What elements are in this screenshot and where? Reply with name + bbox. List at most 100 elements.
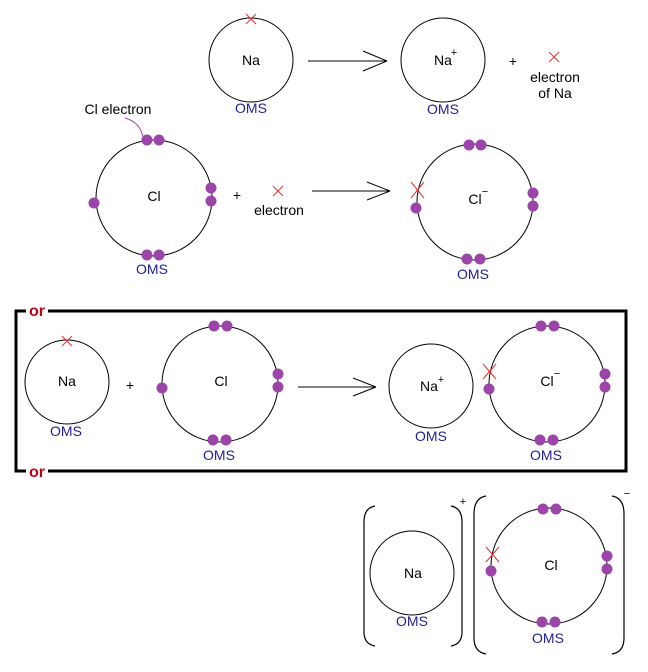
box-frame-left (14, 309, 26, 473)
electron-dot (141, 249, 153, 261)
electron-cross-icon (548, 51, 560, 63)
left-bracket (473, 495, 487, 655)
na-bracket-group: + Na OMS (363, 496, 466, 647)
na-ion-charge: + (451, 47, 457, 59)
cl-symbol: Cl (147, 188, 160, 204)
row-sodium-ionisation: Na OMS Na + OMS + electron of Na (208, 13, 580, 117)
electron-dot (272, 381, 284, 393)
electron-dot (535, 320, 547, 332)
oms-label: OMS (50, 423, 82, 439)
plus-sign: + (509, 53, 517, 69)
electron-dot (205, 182, 217, 194)
electron-dot (599, 381, 611, 393)
electron-dot (272, 368, 284, 380)
electron-dot (474, 253, 486, 265)
electron-dot (475, 139, 487, 151)
or-label-top: or (29, 303, 45, 320)
cl-bracket-charge: − (624, 488, 630, 500)
cl-ion-symbol: Cl (540, 373, 553, 389)
na-shell (24, 339, 110, 425)
electron-dot (88, 197, 100, 209)
na-atom: Na OMS (24, 335, 110, 439)
plus-sign: + (126, 377, 134, 393)
oms-label: OMS (396, 613, 428, 629)
electron-dot (534, 434, 546, 446)
electron-label: electron (254, 202, 304, 218)
electron-dot (205, 195, 217, 207)
electron-dot (601, 550, 613, 562)
electron-dot (153, 249, 165, 261)
oms-label: OMS (203, 447, 235, 463)
na-symbol: Na (58, 373, 76, 389)
reaction-arrow-icon (308, 50, 388, 72)
na-electron-cross-icon (245, 13, 257, 25)
electron-dot (537, 503, 549, 515)
reaction-arrow-icon (298, 377, 377, 397)
electron-dot (208, 320, 220, 332)
na-ion-charge: + (438, 374, 444, 386)
oms-label: OMS (532, 630, 564, 646)
na-ion-shell (400, 17, 486, 103)
electron-dot (547, 434, 559, 446)
electron-dot (463, 139, 475, 151)
na-atom: Na OMS (208, 13, 294, 116)
right-bracket (450, 505, 463, 647)
electron-dot (599, 368, 611, 380)
electron-cross-icon (272, 185, 284, 197)
oms-label: OMS (427, 101, 459, 117)
cl-atom: Cl OMS (88, 134, 217, 277)
gained-electron-cross-icon (482, 363, 497, 380)
row-chlorine-gain: Cl electron Cl OMS + electron (85, 101, 539, 282)
electron-dot (601, 563, 613, 575)
na-ion-shell (388, 343, 474, 429)
electron-dot (141, 134, 153, 146)
cl-ion-charge: − (554, 368, 560, 380)
oms-label: OMS (415, 428, 447, 444)
electron-dot (548, 320, 560, 332)
oms-label: OMS (235, 100, 267, 116)
cl-ion: Cl − OMS (410, 139, 539, 282)
or-label-bottom: or (29, 464, 45, 481)
electron-dot (207, 434, 219, 446)
na-shell (208, 17, 294, 103)
cl-ion: Cl − OMS (482, 320, 611, 463)
electron-dot (156, 382, 168, 394)
cl-ion-symbol: Cl (468, 191, 481, 207)
cl-bracket-group: − Cl OMS (473, 488, 630, 655)
na-symbol: Na (242, 52, 260, 68)
na-bracket-charge: + (460, 496, 466, 508)
na-ion-symbol: Na (420, 378, 438, 394)
cl-ion-charge: − (482, 186, 488, 198)
alternative-box: or or Na OMS + Cl OMS (14, 303, 628, 481)
cl-symbol: Cl (214, 373, 227, 389)
electron-dot (483, 383, 495, 395)
electron-dot (220, 434, 232, 446)
gained-electron-cross-icon (410, 181, 425, 199)
na-symbol: Na (404, 565, 422, 581)
na-ion-symbol: Na (434, 52, 452, 68)
na-ion: Na + OMS (388, 343, 474, 444)
electron-of-na-label-line2: of Na (538, 85, 572, 101)
electron-dot (221, 320, 233, 332)
electron-of-na-label-line1: electron (530, 69, 580, 85)
ionic-compound: + Na OMS − Cl OMS (363, 488, 630, 655)
oms-label: OMS (530, 447, 562, 463)
callout-pointer-icon (124, 117, 144, 138)
gained-electron-cross-icon (485, 546, 500, 563)
electron-dot (527, 200, 539, 212)
electron-dot (153, 134, 165, 146)
electron-dot (461, 253, 473, 265)
oms-label: OMS (136, 261, 168, 277)
electron-dot (536, 616, 548, 628)
na-electron-cross-icon (61, 335, 73, 347)
cl-atom: Cl OMS (156, 320, 284, 463)
plus-sign: + (233, 187, 241, 203)
cl-electron-callout: Cl electron (85, 101, 152, 117)
electron-dot (549, 616, 561, 628)
electron-dot (527, 187, 539, 199)
electron-dot (550, 503, 562, 515)
reaction-arrow-icon (312, 181, 391, 201)
na-ion-shell (369, 530, 455, 616)
cl-symbol: Cl (544, 557, 557, 573)
